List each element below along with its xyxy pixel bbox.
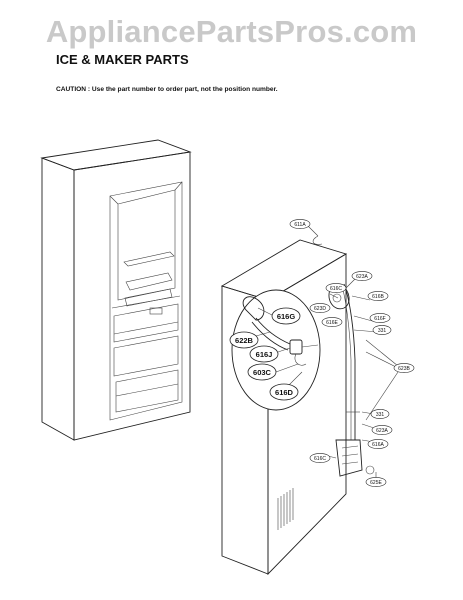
rear-grille [277,488,294,530]
callout-331-lower-bubble [370,409,390,419]
callout-603c: 603C [253,368,272,377]
callout-611a: 611A [294,222,306,228]
callout-616b-bubble [367,291,389,301]
callout-616c: 616C [330,286,342,292]
callout-616f: 616F [374,316,385,322]
callout-623b-right: 623B [398,366,410,372]
callout-616a-bubble [367,439,389,449]
callout-611a-bubble [289,219,311,229]
page-title: ICE & MAKER PARTS [56,52,189,67]
callout-616e: 616E [326,320,338,326]
callout-616g: 616G [277,312,296,321]
left-cabinet [40,139,192,441]
callout-616j: 616J [256,350,273,359]
callout-623a-lower: 623A [376,428,388,434]
callout-603c-bubble [247,363,277,381]
callout-616g-bubble [271,307,301,325]
callout-616b: 616B [372,294,384,300]
callout-616e-bubble [321,317,343,327]
callout-331-upper-bubble [372,325,392,335]
callout-331-lower: 331 [376,412,385,418]
callout-623a-bubble [351,271,373,281]
callout-616j-bubble [249,345,279,363]
callout-623a-lower-bubble [371,425,393,435]
callout-622b: 622B [235,336,254,345]
callout-622b-bubble [229,331,259,349]
callout-616f-bubble [369,313,391,323]
callout-616c-bubble [325,283,347,293]
callout-616a: 616A [372,442,384,448]
watermark: AppliancePartsPros.com [45,14,418,49]
callout-331-upper: 331 [378,328,387,334]
callout-623b-right-bubble [393,363,415,373]
callout-625e-bubble [365,477,387,487]
callout-616c-lower: 616C [314,456,326,462]
right-cabinet [220,225,399,576]
callout-616c-lower-bubble [309,453,331,463]
callout-625e: 625E [370,480,382,486]
callout-623a: 623A [356,274,368,280]
callout-616d: 616D [275,388,294,397]
callout-623d: 623D [314,306,326,312]
caution-note: CAUTION : Use the part number to order p… [56,86,278,93]
callout-616d-bubble [269,383,299,401]
callout-623d-bubble [309,303,331,313]
